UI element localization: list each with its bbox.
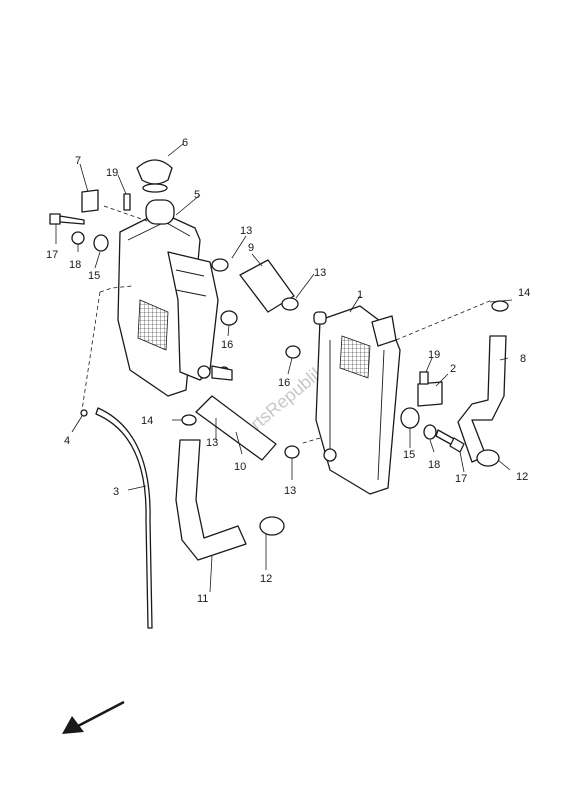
callout-14-right: 14 — [518, 287, 530, 299]
screw-left — [123, 193, 131, 211]
bolt-right — [435, 429, 465, 453]
callout-8: 8 — [520, 353, 526, 365]
callout-13-b: 13 — [314, 267, 326, 279]
clip-4 — [80, 409, 88, 417]
clamp-13b — [281, 297, 299, 311]
hose-11 — [175, 439, 247, 561]
screw-right — [419, 371, 429, 385]
callout-17-left: 17 — [46, 249, 58, 261]
hose-10 — [195, 395, 277, 461]
callout-15-right: 15 — [403, 449, 415, 461]
label-plate-right — [417, 381, 443, 407]
callout-9: 9 — [248, 242, 254, 254]
right-radiator — [313, 305, 401, 495]
grommet-16b — [285, 345, 301, 359]
callout-12-right: 12 — [516, 471, 528, 483]
grommet-left — [93, 234, 109, 252]
label-plate-left — [81, 189, 99, 213]
leader-lines — [55, 143, 513, 593]
grommet-16a — [220, 310, 238, 326]
callout-13-d: 13 — [284, 485, 296, 497]
callout-5: 5 — [194, 189, 200, 201]
hose-8 — [457, 335, 507, 463]
callout-3: 3 — [113, 486, 119, 498]
callout-7: 7 — [75, 155, 81, 167]
callout-10: 10 — [234, 461, 246, 473]
callout-18-left: 18 — [69, 259, 81, 271]
callout-13-a: 13 — [240, 225, 252, 237]
washer-left — [71, 231, 85, 245]
radiator-cap — [136, 159, 173, 193]
clamp-13d — [284, 445, 300, 459]
callout-19-left: 19 — [106, 167, 118, 179]
grommet-right — [400, 407, 420, 429]
callout-1: 1 — [357, 289, 363, 301]
callout-15-left: 15 — [88, 270, 100, 282]
callout-4: 4 — [64, 435, 70, 447]
clamp-14-right — [491, 300, 509, 312]
bolt-left — [49, 213, 85, 225]
callout-17-right: 17 — [455, 473, 467, 485]
callout-6: 6 — [182, 137, 188, 149]
clamp-12-right — [476, 449, 500, 467]
callout-12-left: 12 — [260, 573, 272, 585]
front-direction-arrow — [62, 700, 125, 734]
callout-11: 11 — [197, 593, 208, 605]
callout-2: 2 — [450, 363, 456, 375]
washer-right — [423, 424, 437, 440]
callout-18-right: 18 — [428, 459, 440, 471]
callout-16-right: 16 — [278, 377, 290, 389]
left-radiator — [117, 211, 233, 397]
callout-14-left: 14 — [141, 415, 153, 427]
hose-9 — [239, 259, 295, 313]
clamp-14-left — [181, 414, 197, 426]
callout-16-left: 16 — [221, 339, 233, 351]
filler-neck — [145, 199, 175, 225]
clamp-13a — [211, 258, 229, 272]
breather-tube — [95, 407, 153, 629]
callout-13-c: 13 — [206, 437, 218, 449]
callout-19-right: 19 — [428, 349, 440, 361]
clamp-12-left — [259, 516, 285, 536]
